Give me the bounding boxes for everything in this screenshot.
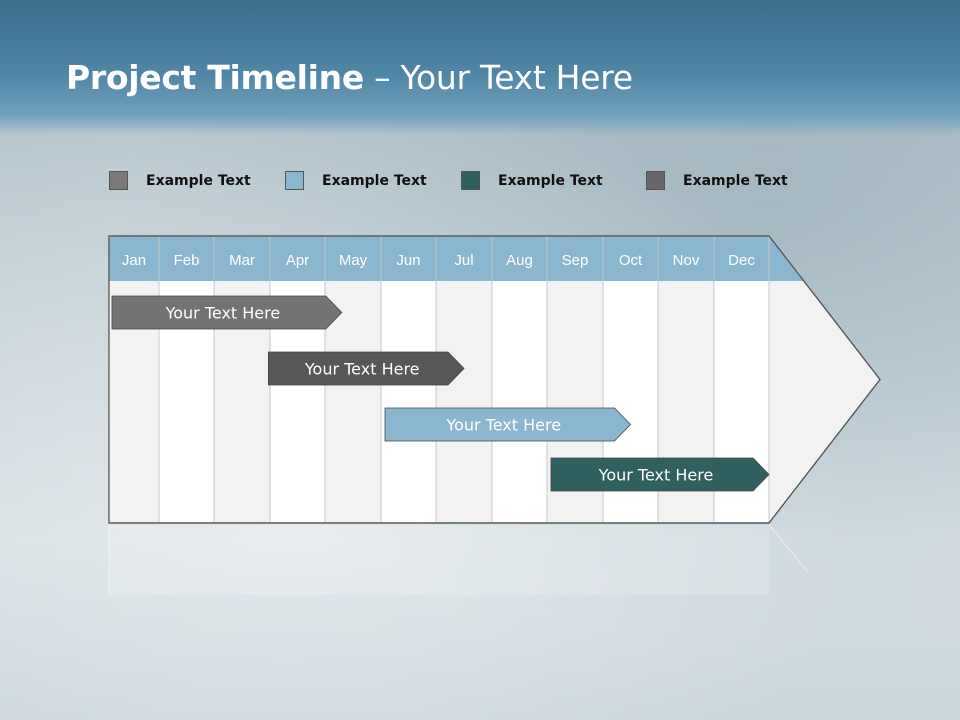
- month-header-band: [109, 236, 805, 281]
- month-label: Apr: [286, 252, 309, 269]
- task-bar: [111, 295, 343, 330]
- title-rest: – Your Text Here: [363, 58, 633, 97]
- month-label: Sep: [562, 252, 589, 269]
- month-label: Oct: [619, 252, 643, 269]
- month-label: Dec: [728, 252, 755, 269]
- month-column: [381, 281, 436, 522]
- legend-swatch-2: [285, 171, 304, 190]
- legend-swatch-4: [646, 171, 665, 190]
- legend-label-2: Example Text: [322, 173, 427, 189]
- timeline-outline: [108, 235, 881, 524]
- timeline-reflection: [109, 525, 769, 595]
- legend-label-3: Example Text: [498, 173, 603, 189]
- month-label: Jul: [454, 252, 473, 269]
- task-bar: [550, 457, 770, 492]
- month-column: [325, 281, 381, 522]
- task-bar-label: Your Text Here: [445, 416, 561, 435]
- task-bar-label: Your Text Here: [165, 304, 281, 323]
- task-bar-label: Your Text Here: [598, 466, 714, 485]
- slide-title: Project Timeline – Your Text Here: [66, 58, 633, 97]
- month-label: Aug: [506, 252, 533, 269]
- month-label: Mar: [229, 252, 255, 269]
- task-bar-label: Your Text Here: [304, 360, 420, 379]
- task-bar: [384, 407, 632, 442]
- month-column: [492, 281, 547, 522]
- month-label: May: [339, 252, 368, 269]
- title-band: [0, 0, 960, 135]
- month-label: Jan: [122, 252, 146, 269]
- reflection-edge: [768, 524, 810, 574]
- legend-swatch-1: [109, 171, 128, 190]
- month-label: Nov: [673, 252, 700, 269]
- task-bar: [267, 351, 465, 386]
- legend-label-4: Example Text: [683, 173, 788, 189]
- legend-label-1: Example Text: [146, 173, 251, 189]
- title-bold: Project Timeline: [66, 58, 364, 97]
- legend-swatch-3: [461, 171, 480, 190]
- month-column: [436, 281, 492, 522]
- month-label: Feb: [174, 252, 200, 269]
- month-label: Jun: [396, 252, 420, 269]
